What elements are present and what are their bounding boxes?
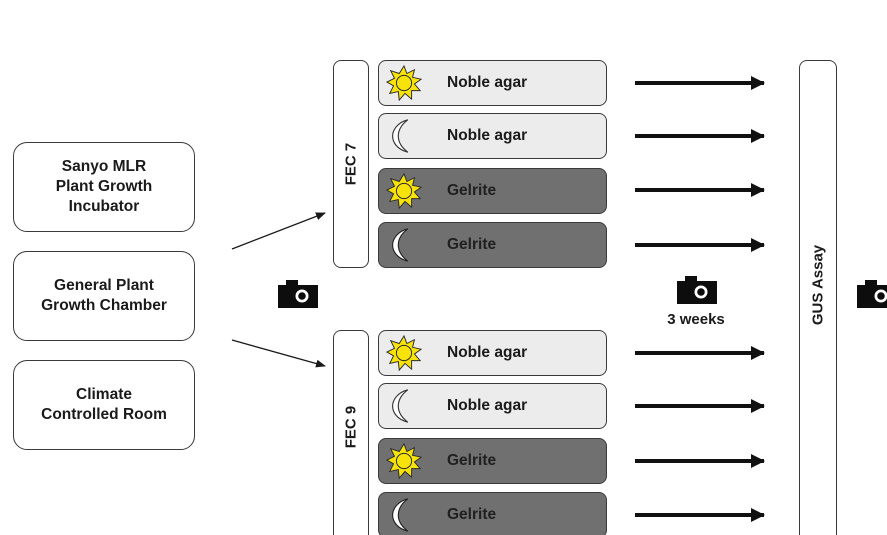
- camera-icon: [677, 276, 717, 304]
- sun-icon: [385, 172, 423, 210]
- sun-icon: [385, 334, 423, 372]
- assay-label: GUS Assay: [809, 245, 827, 326]
- duration-label: 3 weeks: [667, 311, 725, 328]
- condition-label: Noble agar: [447, 344, 528, 361]
- camera-icon: [857, 280, 887, 308]
- env-box-sanyo-incubator: Sanyo MLR Plant Growth Incubator: [13, 142, 195, 232]
- condition-box: Noble agar: [378, 113, 607, 159]
- condition-box: Gelrite: [378, 168, 607, 214]
- group-label: FEC 9: [342, 405, 360, 449]
- condition-label: Gelrite: [447, 182, 497, 199]
- camera-icon: [278, 280, 318, 308]
- moon-icon: [385, 496, 423, 534]
- condition-label: Gelrite: [447, 452, 497, 469]
- condition-box: Gelrite: [378, 438, 607, 484]
- env-label: Climate Controlled Room: [41, 386, 167, 423]
- sun-icon: [385, 64, 423, 102]
- moon-icon: [385, 117, 423, 155]
- condition-label: Gelrite: [447, 236, 497, 253]
- condition-box: Noble agar: [378, 330, 607, 376]
- group-box-fec9: FEC 9: [333, 330, 369, 535]
- condition-label: Noble agar: [447, 127, 528, 144]
- condition-box: Noble agar: [378, 60, 607, 106]
- env-box-growth-chamber: General Plant Growth Chamber: [13, 251, 195, 341]
- condition-box: Gelrite: [378, 492, 607, 535]
- env-label: Sanyo MLR Plant Growth Incubator: [55, 158, 153, 215]
- condition-label: Noble agar: [447, 74, 528, 91]
- connector-arrow: [231, 212, 326, 250]
- condition-label: Gelrite: [447, 506, 497, 523]
- moon-icon: [385, 226, 423, 264]
- env-label: General Plant Growth Chamber: [41, 277, 167, 314]
- condition-box: Noble agar: [378, 383, 607, 429]
- connector-arrow: [231, 339, 326, 368]
- assay-box: GUS Assay: [799, 60, 837, 535]
- condition-label: Noble agar: [447, 397, 528, 414]
- moon-icon: [385, 387, 423, 425]
- sun-icon: [385, 442, 423, 480]
- group-box-fec7: FEC 7: [333, 60, 369, 268]
- group-label: FEC 7: [342, 142, 360, 186]
- env-box-climate-room: Climate Controlled Room: [13, 360, 195, 450]
- condition-box: Gelrite: [378, 222, 607, 268]
